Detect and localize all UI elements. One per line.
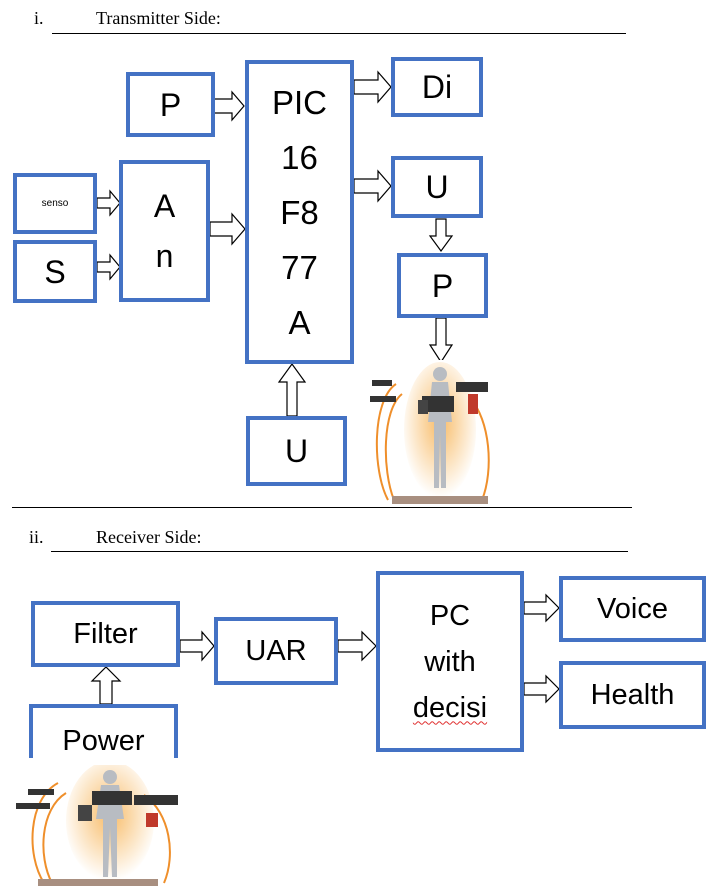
block-u-bottom-label: U <box>284 433 309 469</box>
block-filter: Filter <box>31 601 180 667</box>
block-di-label: Di <box>421 69 453 105</box>
block-sensor: senso <box>13 173 97 234</box>
arrow-s-to-an <box>96 253 121 281</box>
block-pc-line-1: PC <box>429 599 471 632</box>
arrow-ubottom-to-pic <box>277 362 307 417</box>
block-filter-label: Filter <box>73 618 138 650</box>
block-voice-label: Voice <box>597 593 668 625</box>
block-u-right: U <box>391 156 483 218</box>
transmitter-heading: Transmitter Side: <box>96 8 221 28</box>
arrow-pc-to-health <box>523 674 560 704</box>
pic-line-2: 16 <box>281 138 318 176</box>
arrow-an-to-pic <box>209 212 246 246</box>
body-illustration-receiver <box>14 765 190 886</box>
arrow-power-to-filter <box>90 666 122 705</box>
block-pc-line-3: decisi <box>412 691 488 724</box>
block-u-right-label: U <box>425 169 449 205</box>
block-power: Power <box>29 704 178 758</box>
block-pc-with-decision: PC with decisi <box>376 571 524 752</box>
block-pc-line-2: with <box>424 645 476 678</box>
block-p-right: P <box>397 253 488 318</box>
receiver-heading: Receiver Side: <box>96 527 202 547</box>
pic-line-3: F8 <box>280 193 319 231</box>
transmitter-heading-rule <box>52 33 626 34</box>
arrow-p-to-body <box>428 317 454 364</box>
arrow-pic-to-u <box>353 169 392 203</box>
pic-line-4: 77 <box>281 248 318 286</box>
arrow-uar-to-pc <box>337 630 377 662</box>
block-di: Di <box>391 57 483 117</box>
transmitter-heading-number: i. <box>34 8 44 28</box>
arrow-filter-to-uar <box>179 630 215 662</box>
block-s: S <box>13 240 97 303</box>
block-uar: UAR <box>214 617 338 685</box>
block-p-right-label: P <box>431 267 454 304</box>
block-u-bottom: U <box>246 416 347 486</box>
section-divider <box>12 507 632 508</box>
block-s-label: S <box>44 253 66 290</box>
block-an: A n <box>119 160 210 302</box>
pic-line-1: PIC <box>271 83 327 121</box>
block-p-top-label: P <box>159 86 182 123</box>
pic-line-5: A <box>288 303 311 341</box>
block-power-label: Power <box>62 725 145 757</box>
arrow-p-to-pic <box>213 90 245 122</box>
block-an-line-2: n <box>155 238 174 274</box>
block-health: Health <box>559 661 706 729</box>
block-sensor-label: senso <box>41 198 69 209</box>
block-voice: Voice <box>559 576 706 642</box>
arrow-u-to-p <box>428 218 454 253</box>
block-pic16f877a: PIC 16 F8 77 A <box>245 60 354 364</box>
arrow-sensor-to-an <box>96 189 121 217</box>
block-an-line-1: A <box>153 188 176 224</box>
receiver-heading-number: ii. <box>29 527 44 547</box>
arrow-pc-to-voice <box>523 593 560 623</box>
block-p-top: P <box>126 72 215 137</box>
arrow-pic-to-di <box>353 70 392 104</box>
receiver-heading-rule <box>51 551 628 552</box>
block-uar-label: UAR <box>245 635 307 667</box>
block-health-label: Health <box>590 679 675 711</box>
body-illustration-transmitter <box>366 360 500 506</box>
